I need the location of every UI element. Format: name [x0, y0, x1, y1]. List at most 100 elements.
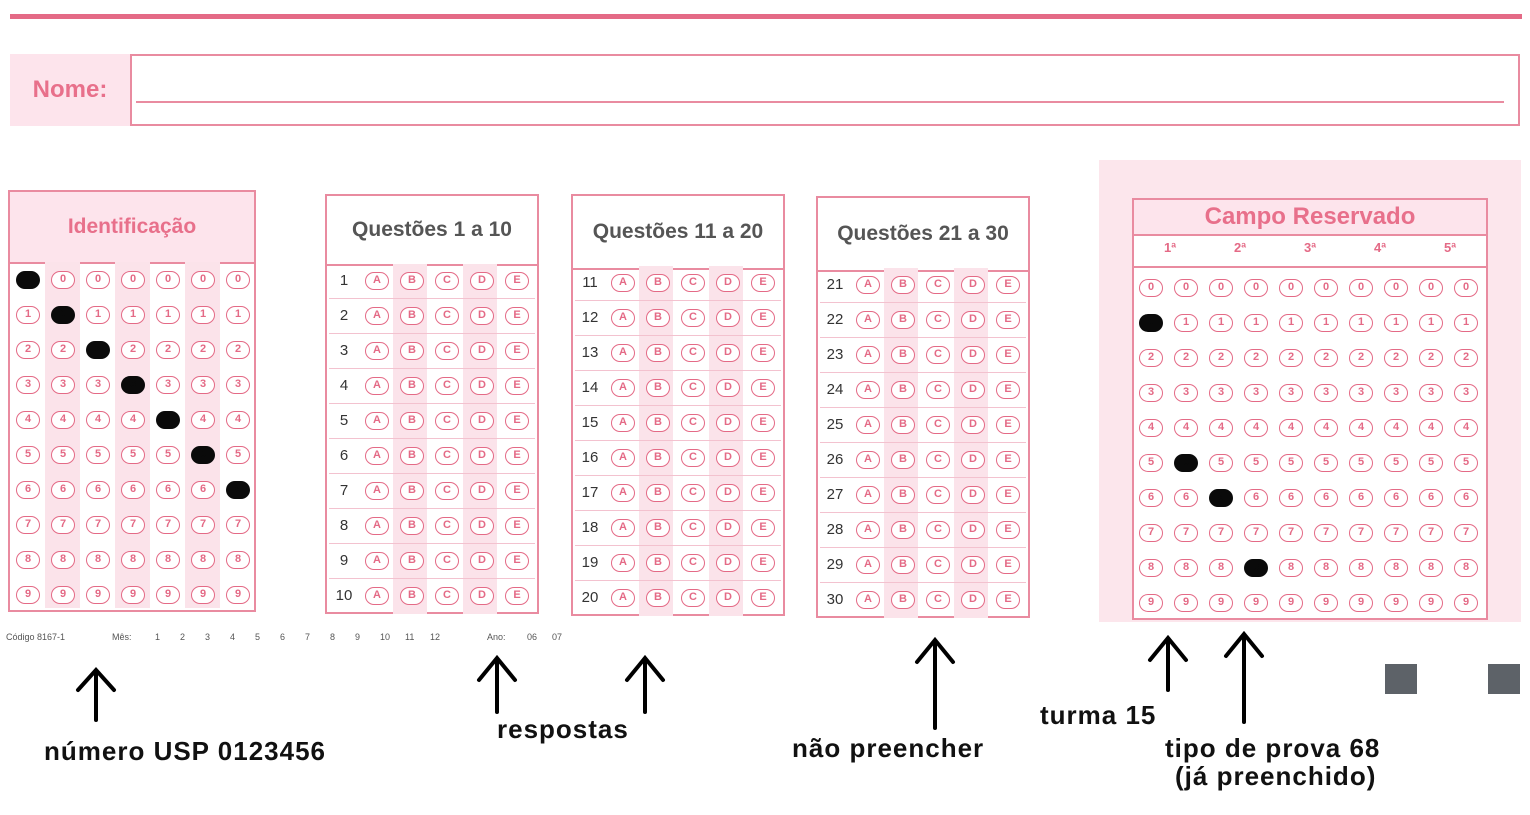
reserved-digit-bubble[interactable]: 8	[1454, 559, 1478, 577]
reserved-digit-bubble[interactable]: 2	[1349, 349, 1373, 367]
id-digit-bubble[interactable]: 8	[51, 551, 75, 569]
reserved-digit-bubble[interactable]: 5	[1139, 454, 1163, 472]
reserved-digit-bubble[interactable]: 0	[1209, 279, 1233, 297]
reserved-digit-bubble[interactable]: 0	[1279, 279, 1303, 297]
answer-bubble[interactable]: C	[435, 447, 459, 465]
answer-bubble[interactable]: B	[400, 307, 424, 325]
reserved-digit-bubble[interactable]: 7	[1419, 524, 1443, 542]
answer-bubble[interactable]: C	[681, 379, 705, 397]
answer-bubble[interactable]: A	[611, 414, 635, 432]
reserved-digit-bubble[interactable]: 8	[1384, 559, 1408, 577]
id-digit-bubble[interactable]: 3	[226, 376, 250, 394]
reserved-digit-bubble[interactable]: 3	[1454, 384, 1478, 402]
reserved-digit-bubble[interactable]: 5	[1384, 454, 1408, 472]
answer-bubble[interactable]: C	[681, 414, 705, 432]
reserved-digit-bubble[interactable]: 3	[1384, 384, 1408, 402]
answer-bubble[interactable]: D	[470, 552, 494, 570]
answer-bubble[interactable]: D	[716, 589, 740, 607]
reserved-digit-bubble[interactable]: 1	[1454, 314, 1478, 332]
answer-bubble[interactable]: A	[856, 556, 880, 574]
answer-bubble[interactable]: D	[470, 517, 494, 535]
answer-bubble[interactable]: D	[716, 379, 740, 397]
answer-bubble[interactable]: E	[505, 342, 529, 360]
answer-bubble[interactable]: C	[681, 309, 705, 327]
reserved-digit-bubble[interactable]: 0	[1349, 279, 1373, 297]
reserved-digit-bubble[interactable]: 2	[1279, 349, 1303, 367]
id-digit-bubble[interactable]: 2	[51, 341, 75, 359]
reserved-digit-bubble[interactable]: 7	[1314, 524, 1338, 542]
id-digit-bubble[interactable]: 9	[156, 586, 180, 604]
id-digit-bubble[interactable]: 5	[156, 446, 180, 464]
id-digit-bubble[interactable]: 2	[86, 341, 110, 359]
reserved-digit-bubble[interactable]: 0	[1454, 279, 1478, 297]
id-digit-bubble[interactable]: 7	[156, 516, 180, 534]
reserved-digit-bubble[interactable]: 0	[1174, 279, 1198, 297]
answer-bubble[interactable]: E	[751, 554, 775, 572]
answer-bubble[interactable]: E	[996, 521, 1020, 539]
reserved-digit-bubble[interactable]: 6	[1139, 489, 1163, 507]
reserved-digit-bubble[interactable]: 3	[1209, 384, 1233, 402]
reserved-digit-bubble[interactable]: 6	[1174, 489, 1198, 507]
answer-bubble[interactable]: E	[996, 486, 1020, 504]
reserved-digit-bubble[interactable]: 2	[1244, 349, 1268, 367]
id-digit-bubble[interactable]: 5	[86, 446, 110, 464]
reserved-digit-bubble[interactable]: 1	[1349, 314, 1373, 332]
answer-bubble[interactable]: A	[611, 274, 635, 292]
answer-bubble[interactable]: C	[681, 274, 705, 292]
answer-bubble[interactable]: B	[646, 274, 670, 292]
answer-bubble[interactable]: A	[365, 377, 389, 395]
answer-bubble[interactable]: E	[751, 309, 775, 327]
answer-bubble[interactable]: B	[400, 587, 424, 605]
answer-bubble[interactable]: B	[646, 344, 670, 362]
id-digit-bubble[interactable]: 7	[86, 516, 110, 534]
answer-bubble[interactable]: E	[751, 274, 775, 292]
answer-bubble[interactable]: B	[400, 377, 424, 395]
reserved-digit-bubble[interactable]: 4	[1349, 419, 1373, 437]
id-digit-bubble[interactable]: 1	[156, 306, 180, 324]
answer-bubble[interactable]: E	[751, 414, 775, 432]
reserved-digit-bubble[interactable]: 2	[1139, 349, 1163, 367]
reserved-digit-bubble[interactable]: 3	[1349, 384, 1373, 402]
answer-bubble[interactable]: E	[505, 272, 529, 290]
answer-bubble[interactable]: E	[751, 344, 775, 362]
answer-bubble[interactable]: A	[856, 311, 880, 329]
reserved-digit-bubble[interactable]: 9	[1384, 594, 1408, 612]
id-digit-bubble[interactable]: 6	[51, 481, 75, 499]
reserved-digit-bubble[interactable]: 8	[1349, 559, 1373, 577]
reserved-digit-bubble[interactable]: 6	[1419, 489, 1443, 507]
reserved-digit-bubble[interactable]: 3	[1314, 384, 1338, 402]
answer-bubble[interactable]: A	[856, 381, 880, 399]
id-digit-bubble[interactable]: 9	[121, 586, 145, 604]
answer-bubble[interactable]: A	[611, 519, 635, 537]
answer-bubble[interactable]: C	[681, 519, 705, 537]
id-digit-bubble[interactable]: 7	[226, 516, 250, 534]
reserved-digit-bubble[interactable]: 5	[1454, 454, 1478, 472]
answer-bubble[interactable]: C	[681, 554, 705, 572]
id-digit-bubble[interactable]: 3	[16, 376, 40, 394]
answer-bubble[interactable]: B	[646, 554, 670, 572]
answer-bubble[interactable]: E	[505, 517, 529, 535]
reserved-digit-bubble[interactable]: 5	[1279, 454, 1303, 472]
id-digit-bubble[interactable]: 6	[121, 481, 145, 499]
answer-bubble[interactable]: C	[926, 276, 950, 294]
answer-bubble[interactable]: D	[961, 521, 985, 539]
id-digit-bubble[interactable]: 3	[51, 376, 75, 394]
reserved-digit-bubble[interactable]: 4	[1244, 419, 1268, 437]
answer-bubble[interactable]: C	[926, 556, 950, 574]
id-digit-bubble[interactable]: 0	[191, 271, 215, 289]
reserved-digit-bubble[interactable]: 4	[1209, 419, 1233, 437]
answer-bubble[interactable]: C	[681, 449, 705, 467]
answer-bubble[interactable]: B	[891, 276, 915, 294]
reserved-digit-bubble[interactable]: 5	[1174, 454, 1198, 472]
id-digit-bubble[interactable]: 0	[121, 271, 145, 289]
answer-bubble[interactable]: D	[716, 274, 740, 292]
reserved-digit-bubble[interactable]: 6	[1279, 489, 1303, 507]
answer-bubble[interactable]: B	[891, 451, 915, 469]
answer-bubble[interactable]: D	[470, 307, 494, 325]
id-digit-bubble[interactable]: 4	[191, 411, 215, 429]
reserved-digit-bubble[interactable]: 3	[1139, 384, 1163, 402]
reserved-digit-bubble[interactable]: 1	[1174, 314, 1198, 332]
answer-bubble[interactable]: E	[751, 519, 775, 537]
answer-bubble[interactable]: C	[681, 484, 705, 502]
reserved-digit-bubble[interactable]: 9	[1279, 594, 1303, 612]
